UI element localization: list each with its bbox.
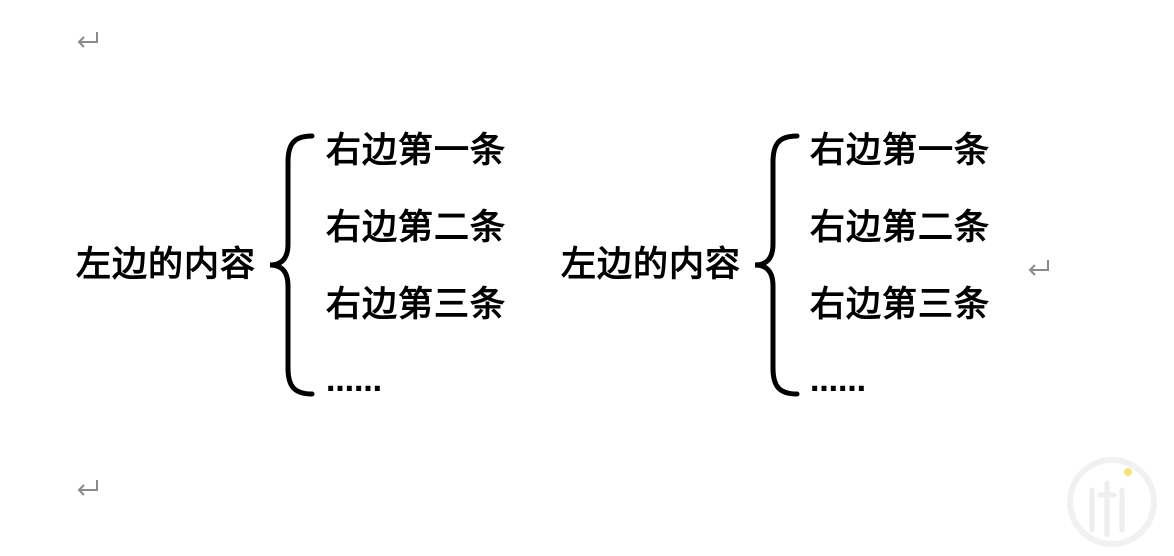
paragraph-mark-top: [75, 30, 101, 50]
list-item: 右边第二条: [326, 208, 507, 248]
left-label: 左边的内容: [76, 245, 257, 285]
list-item: 右边第一条: [810, 131, 991, 171]
paragraph-mark-bottom: [75, 478, 101, 498]
return-arrow-icon: [1028, 260, 1049, 276]
brace-group-1: 左边的内容 右边第一条 右边第二条 右边第三条 ……: [76, 125, 546, 405]
list-item-ellipsis: ……: [810, 365, 866, 398]
paragraph-mark-middle: [1026, 258, 1052, 278]
right-items-list: 右边第一条 右边第二条 右边第三条 ……: [810, 125, 990, 433]
brace-group-2: 左边的内容 右边第一条 右边第二条 右边第三条 ……: [561, 125, 1021, 405]
return-arrow-icon: [77, 32, 98, 48]
list-item: 右边第二条: [810, 208, 991, 248]
return-arrow-icon: [77, 480, 98, 496]
list-item: 右边第一条: [326, 131, 507, 171]
curly-brace-icon: [266, 132, 318, 398]
right-items-list: 右边第一条 右边第二条 右边第三条 ……: [326, 125, 506, 433]
list-item: 右边第三条: [810, 285, 991, 325]
curly-brace-icon: [751, 132, 803, 398]
list-item-ellipsis: ……: [326, 365, 382, 398]
left-label: 左边的内容: [561, 245, 742, 285]
list-item: 右边第三条: [326, 285, 507, 325]
logo-watermark-icon: [1062, 455, 1162, 550]
